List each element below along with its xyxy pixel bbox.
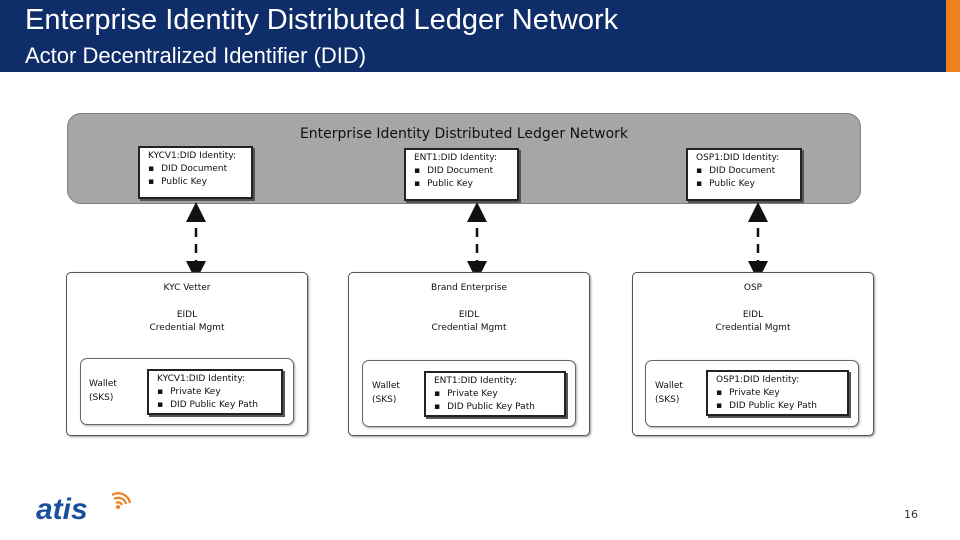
did-box-item: Public Key	[696, 178, 792, 191]
wallet-label: Wallet (SKS)	[89, 379, 117, 403]
wallet-label: Wallet (SKS)	[655, 381, 683, 405]
did-box-item: Private Key	[716, 387, 839, 400]
slide-header	[0, 0, 946, 72]
page-number: 16	[904, 508, 918, 521]
did-box-title: KYCV1:DID Identity:	[157, 374, 246, 384]
did-box-item: DID Public Key Path	[716, 400, 839, 413]
credential-mgmt-label: EIDL Credential Mgmt	[715, 310, 791, 333]
did-box-item: DID Document	[148, 163, 243, 176]
actor-name: Brand Enterprise	[431, 283, 507, 293]
did-box-title: KYCV1:DID Identity:	[148, 151, 237, 161]
ledger-did-box-kycv1: KYCV1:DID Identity: DID Document Public …	[138, 146, 253, 199]
slide-subtitle: Actor Decentralized Identifier (DID)	[25, 43, 367, 68]
slide-title: Enterprise Identity Distributed Ledger N…	[25, 4, 619, 36]
did-box-item: Private Key	[157, 386, 273, 399]
wallet-did-box-kycv1: KYCV1:DID Identity: Private Key DID Publ…	[147, 369, 283, 415]
atis-logo-icon: atis	[36, 492, 132, 525]
credential-mgmt-label: EIDL Credential Mgmt	[431, 310, 507, 333]
wallet-label: Wallet (SKS)	[372, 381, 400, 405]
wallet-did-box-ent1: ENT1:DID Identity: Private Key DID Publi…	[424, 371, 566, 417]
did-box-title: OSP1:DID Identity:	[716, 375, 800, 385]
ledger-did-box-ent1: ENT1:DID Identity: DID Document Public K…	[404, 148, 519, 201]
ledger-did-box-osp1: OSP1:DID Identity: DID Document Public K…	[686, 148, 802, 201]
actor-name: KYC Vetter	[163, 283, 211, 293]
did-box-item: DID Public Key Path	[157, 399, 273, 412]
header-accent-bar	[946, 0, 960, 72]
did-box-item: Public Key	[414, 178, 509, 191]
wallet-did-box-osp1: OSP1:DID Identity: Private Key DID Publi…	[706, 370, 849, 416]
did-box-item: DID Document	[414, 165, 509, 178]
did-box-item: Public Key	[148, 176, 243, 189]
did-box-item: DID Public Key Path	[434, 401, 556, 414]
did-box-title: ENT1:DID Identity:	[414, 153, 497, 163]
logo-text: atis	[36, 493, 88, 525]
actor-name: OSP	[743, 283, 763, 293]
did-box-item: DID Document	[696, 165, 792, 178]
did-box-item: Private Key	[434, 388, 556, 401]
credential-mgmt-label: EIDL Credential Mgmt	[149, 310, 225, 333]
ledger-network-title: Enterprise Identity Distributed Ledger N…	[299, 126, 629, 142]
did-box-title: ENT1:DID Identity:	[434, 376, 517, 386]
did-box-title: OSP1:DID Identity:	[696, 153, 780, 163]
